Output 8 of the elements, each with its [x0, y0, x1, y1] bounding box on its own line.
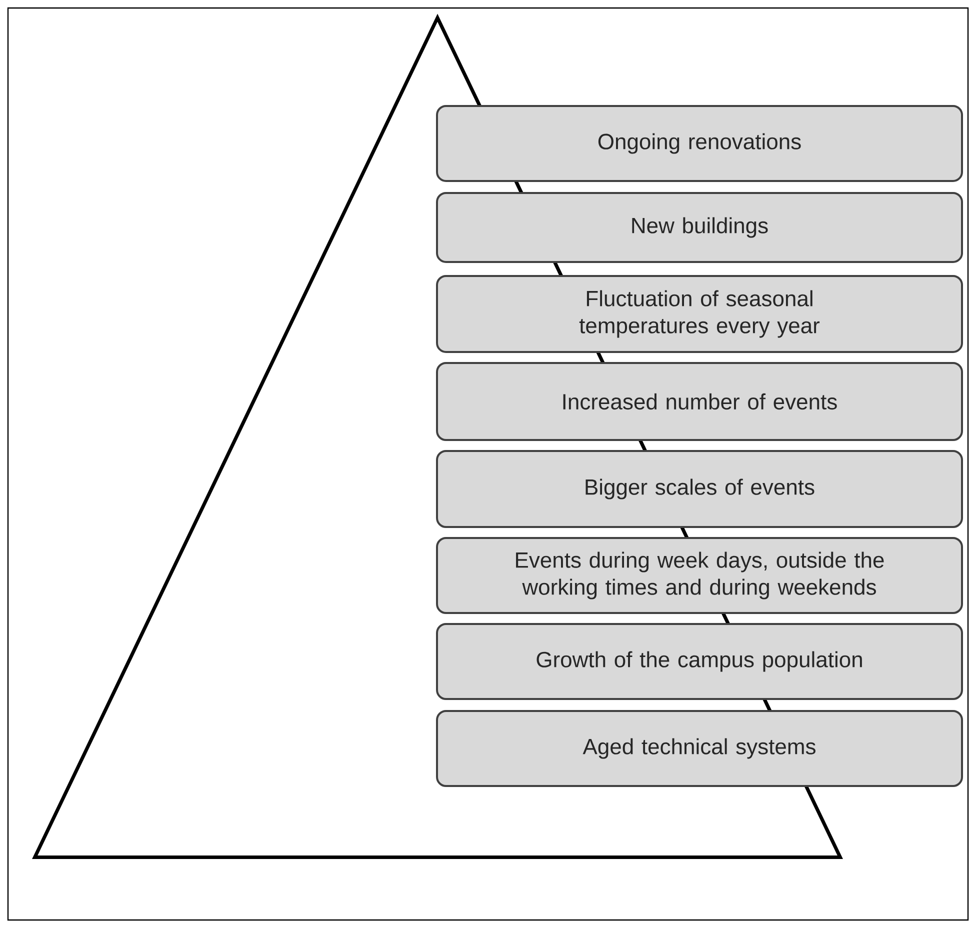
factor-box: Ongoing renovations — [436, 104, 964, 182]
factor-box: Fluctuation of seasonal temperatures every year — [436, 275, 964, 353]
factor-box: Increased number of events — [436, 362, 964, 441]
factor-box: New buildings — [436, 192, 964, 263]
factor-box: Bigger scales of events — [436, 450, 964, 528]
factor-box: Growth of the campus population — [436, 623, 964, 700]
factor-box: Aged technical systems — [436, 710, 964, 787]
factor-box: Events during week days, outside the working times and during weekends — [436, 537, 964, 614]
